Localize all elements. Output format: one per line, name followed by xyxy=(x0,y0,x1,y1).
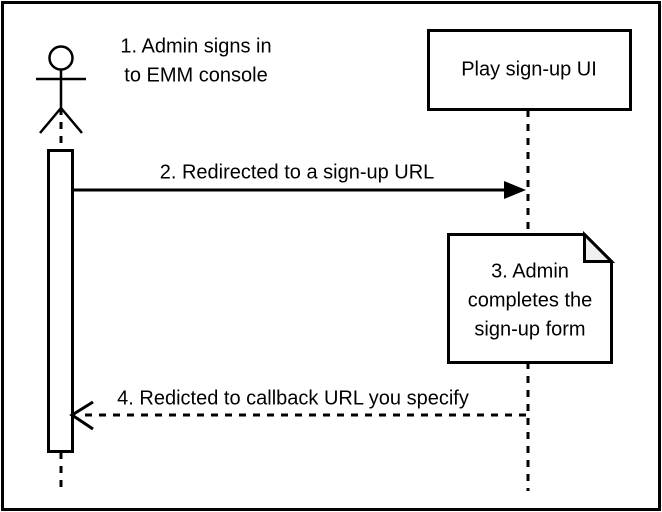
message-4-arrow-head xyxy=(69,400,94,431)
admin-activation-bar xyxy=(47,149,74,453)
note-step-3-line-1: 3. Admin xyxy=(491,260,569,282)
participant-box-play-signup-ui xyxy=(427,29,632,111)
note-step-3 xyxy=(447,230,616,364)
note-body-shape xyxy=(447,233,613,364)
note-step-3-line-3: sign-up form xyxy=(474,318,585,340)
note-step-3-line-2: completes the xyxy=(468,289,593,311)
message-4-label: 4. Redicted to callback URL you specify xyxy=(117,387,469,409)
step-1-label-line-1: 1. Admin signs in xyxy=(120,35,271,57)
message-2-arrow-head xyxy=(504,181,526,199)
note-fold-corner-icon xyxy=(583,230,616,263)
participant-label-play-signup-ui: Play sign-up UI xyxy=(461,58,597,80)
actor-stick-figure-icon xyxy=(36,45,86,134)
step-1-label-line-2: to EMM console xyxy=(124,64,267,86)
message-2-label: 2. Redirected to a sign-up URL xyxy=(160,161,435,183)
